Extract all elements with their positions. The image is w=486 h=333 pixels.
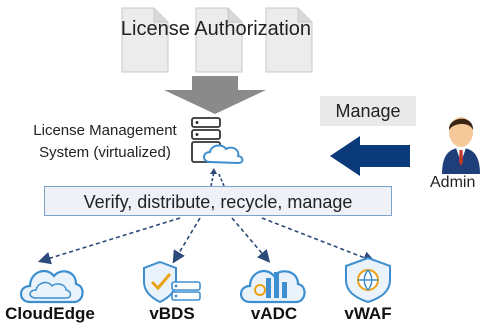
document-icon [121,7,169,73]
left-arrow-icon [330,136,410,176]
cloudedge-icon [19,269,84,304]
dashed-down-arrows [37,217,376,265]
server-cloud-icon [191,117,244,165]
lms-label-line2: System (virtualized) [39,144,171,161]
document-icon [195,7,243,73]
product-label-vadc: vADC [250,304,298,323]
vwaf-icon [345,256,391,304]
down-arrow-icon [164,76,266,114]
lms-label-line1: License Management [33,122,177,139]
product-label-cloudedge: CloudEdge [5,304,95,323]
dashed-up-arrow [210,168,225,187]
product-label-vbds: vBDS [149,304,195,323]
vbds-icon [143,260,201,304]
verify-distribute-bar: Verify, distribute, recycle, manage [44,186,392,216]
lms-label: License Management System (virtualized) [20,120,190,164]
product-label-vwaf: vWAF [344,304,392,323]
admin-avatar-icon [442,117,480,174]
document-icon [265,7,313,73]
license-authorization-label: License Authorization [120,18,312,40]
license-documents [121,7,313,73]
admin-label: Admin [430,174,476,191]
vadc-icon [239,269,306,304]
manage-label: Manage [320,96,416,126]
